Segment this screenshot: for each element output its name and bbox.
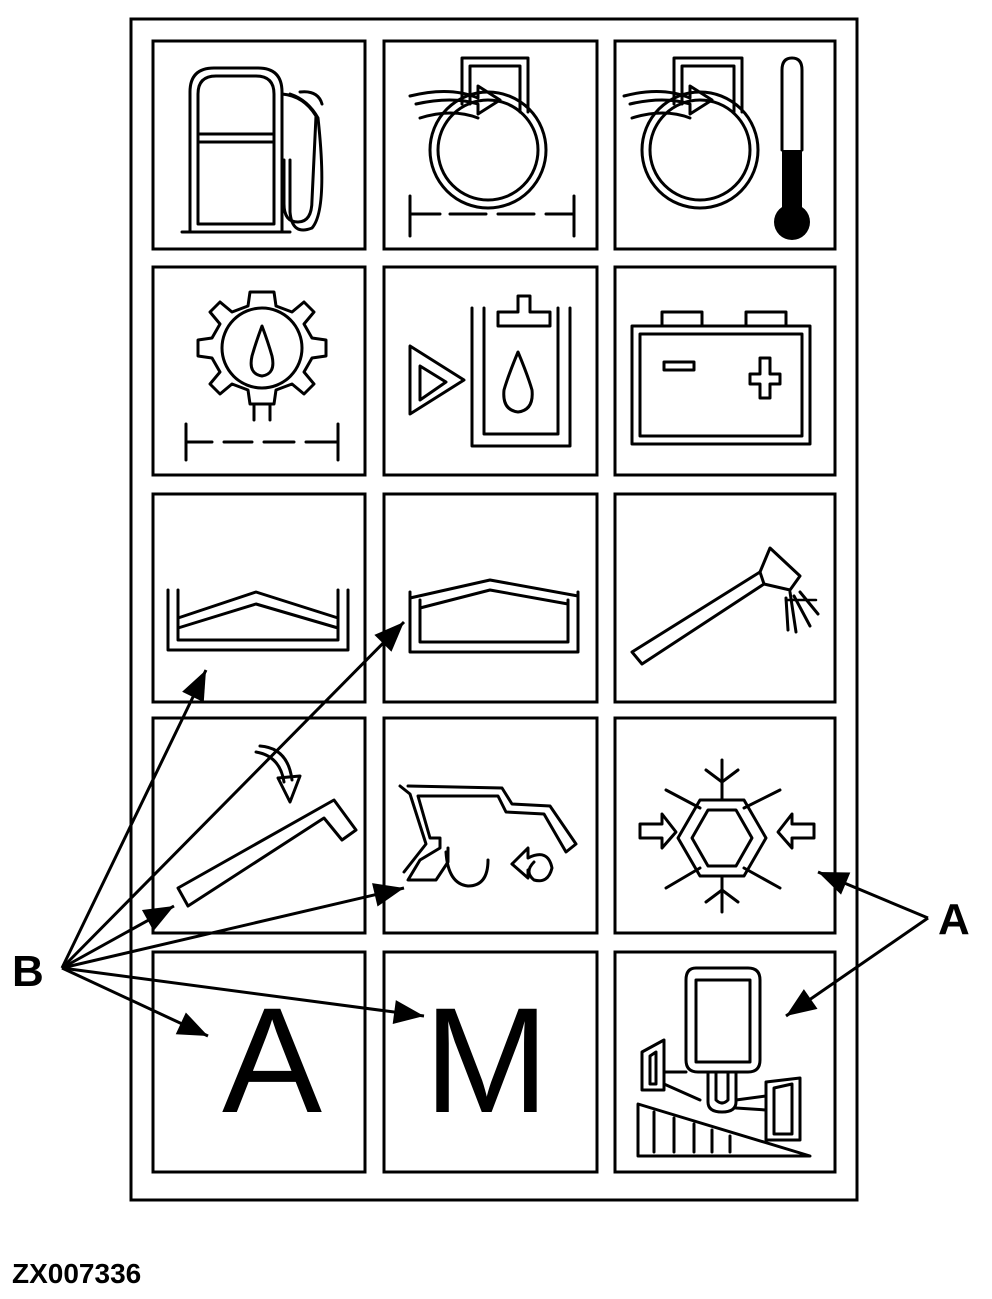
- cab-ventilation-icon: [636, 966, 812, 1158]
- cell-grid: [151, 39, 837, 1174]
- cell-r5c2: [382, 950, 599, 1174]
- cell-r1c2: [382, 39, 599, 251]
- cell-r2c3: [613, 265, 837, 477]
- panel-frame: [129, 17, 859, 1202]
- grain-tank-level-icon: [166, 588, 350, 652]
- cell-r5c3: [613, 950, 837, 1174]
- grain-tank-full-icon: [408, 578, 580, 654]
- callout-b-label: B: [12, 947, 44, 996]
- cell-r3c2: [382, 492, 599, 704]
- hydraulic-oil-filter-icon: [408, 294, 572, 448]
- cell-r3c1: [151, 492, 367, 704]
- engine-coolant-flow-icon: [408, 56, 576, 238]
- combine-reverser-icon: [398, 784, 578, 888]
- cell-r3c3: [613, 492, 837, 704]
- callout-a-label: A: [938, 895, 970, 944]
- callout-a-leaders: [785, 870, 929, 1018]
- cell-r5c1: [151, 950, 367, 1174]
- cell-r1c1: [151, 39, 367, 251]
- transmission-oil-pressure-icon: [184, 290, 340, 462]
- cell-r4c3: [613, 716, 837, 935]
- battery-icon: [630, 310, 812, 446]
- cell-r1c3: [613, 39, 837, 251]
- fuel-pump-icon: [180, 66, 324, 234]
- callout-b-leaders: [60, 620, 425, 1038]
- unloading-auger-icon: [630, 546, 820, 666]
- cell-r2c2: [382, 265, 599, 477]
- cell-r4c2: [382, 716, 599, 935]
- auger-swing-icon: [176, 744, 358, 908]
- engine-coolant-temperature-icon: [622, 56, 810, 240]
- cell-r2c1: [151, 265, 367, 477]
- cell-r4c1: [151, 716, 367, 935]
- manual-mode-letter: M: [424, 976, 549, 1144]
- air-conditioning-icon: [638, 758, 816, 914]
- figure-reference: ZX007336: [12, 1258, 141, 1289]
- automatic-mode-letter: A: [222, 976, 322, 1144]
